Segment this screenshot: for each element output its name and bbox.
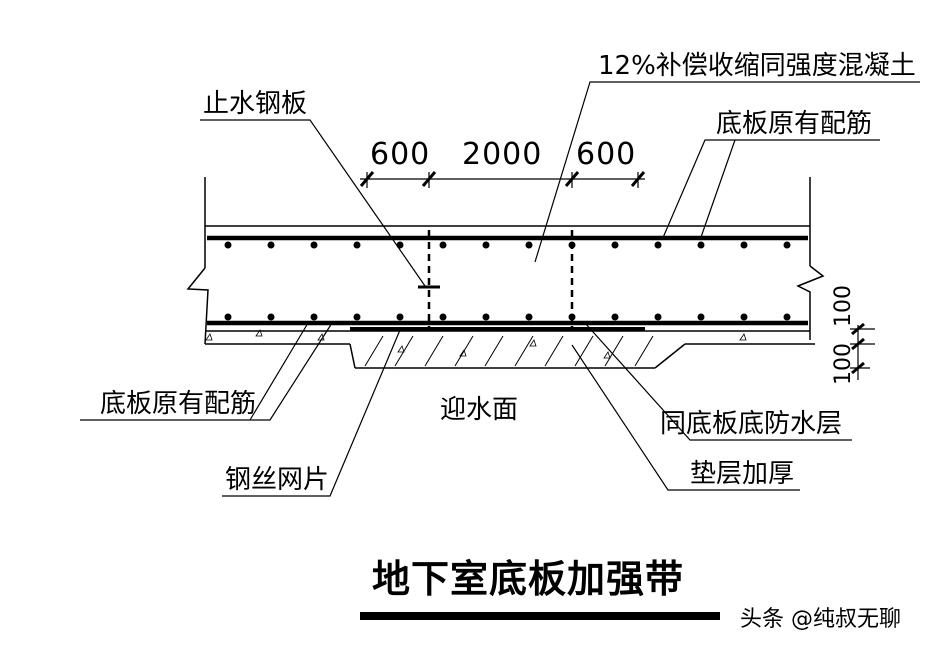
bottom-rebar-dot	[310, 313, 318, 321]
bottom-rebar-dot	[224, 313, 232, 321]
watermark-text: 头条 @纯叔无聊	[740, 607, 901, 632]
rebar-bars	[207, 235, 808, 331]
leader-cushion	[571, 344, 800, 491]
label-rebar-bottom: 底板原有配筋	[100, 389, 256, 419]
bottom-rebar-dot	[439, 313, 447, 321]
bottom-rebar-dot	[740, 313, 748, 321]
dim-thickness-2: 100	[831, 343, 856, 385]
top-rebar-dot	[525, 241, 533, 249]
top-rebar-dot	[310, 241, 318, 249]
leader-concrete	[534, 81, 920, 263]
top-rebar-dot	[267, 241, 275, 249]
cushion-hatch	[364, 335, 654, 367]
label-wire-mesh: 钢丝网片	[225, 465, 329, 495]
dim-right: 600	[576, 137, 636, 172]
top-rebar-dot	[482, 241, 490, 249]
bottom-rebar-dot	[697, 313, 705, 321]
label-cushion: 垫层加厚	[690, 459, 794, 489]
top-rebar-dot	[740, 241, 748, 249]
leader-wire-mesh	[222, 329, 401, 497]
bottom-rebar-dot	[611, 313, 619, 321]
dim-thickness-1: 100	[831, 285, 856, 327]
dimension-chain	[359, 171, 646, 188]
bottom-rebar-dot	[267, 313, 275, 321]
title-underline	[360, 612, 720, 620]
leader-lines	[80, 81, 920, 497]
leader-rebar-bottom	[80, 322, 333, 421]
diagram-title: 地下室底板加强带	[372, 557, 684, 601]
bottom-rebar-dot	[525, 313, 533, 321]
bottom-rebar-dot	[654, 313, 662, 321]
construction-joints	[427, 230, 574, 330]
top-rebar-dot	[697, 241, 705, 249]
cushion-aggregate	[205, 329, 747, 359]
leader-water-stop	[200, 119, 426, 287]
top-rebar-dot	[611, 241, 619, 249]
rebar-dots	[224, 241, 791, 321]
bottom-rebar-dot	[783, 313, 791, 321]
top-rebar-dot	[783, 241, 791, 249]
top-rebar-dot	[353, 241, 361, 249]
top-rebar-dot	[439, 241, 447, 249]
label-water-face: 迎水面	[440, 395, 518, 425]
bottom-rebar-dot	[396, 313, 404, 321]
dim-left: 600	[370, 137, 430, 172]
top-rebar-dot	[224, 241, 232, 249]
top-rebar-dot	[396, 241, 404, 249]
leader-rebar-top	[661, 139, 880, 241]
dim-middle: 2000	[462, 137, 542, 172]
bottom-rebar-dot	[353, 313, 361, 321]
leader-waterproof	[584, 322, 852, 441]
right-dimension	[850, 322, 875, 380]
label-water-stop: 止水钢板	[203, 89, 307, 119]
label-rebar-top: 底板原有配筋	[716, 109, 872, 139]
bottom-rebar-dot	[482, 313, 490, 321]
label-concrete: 12%补偿收缩同强度混凝土	[598, 51, 916, 81]
label-waterproof: 同底板底防水层	[660, 409, 842, 439]
top-rebar-dot	[654, 241, 662, 249]
slab-outline	[186, 177, 825, 369]
